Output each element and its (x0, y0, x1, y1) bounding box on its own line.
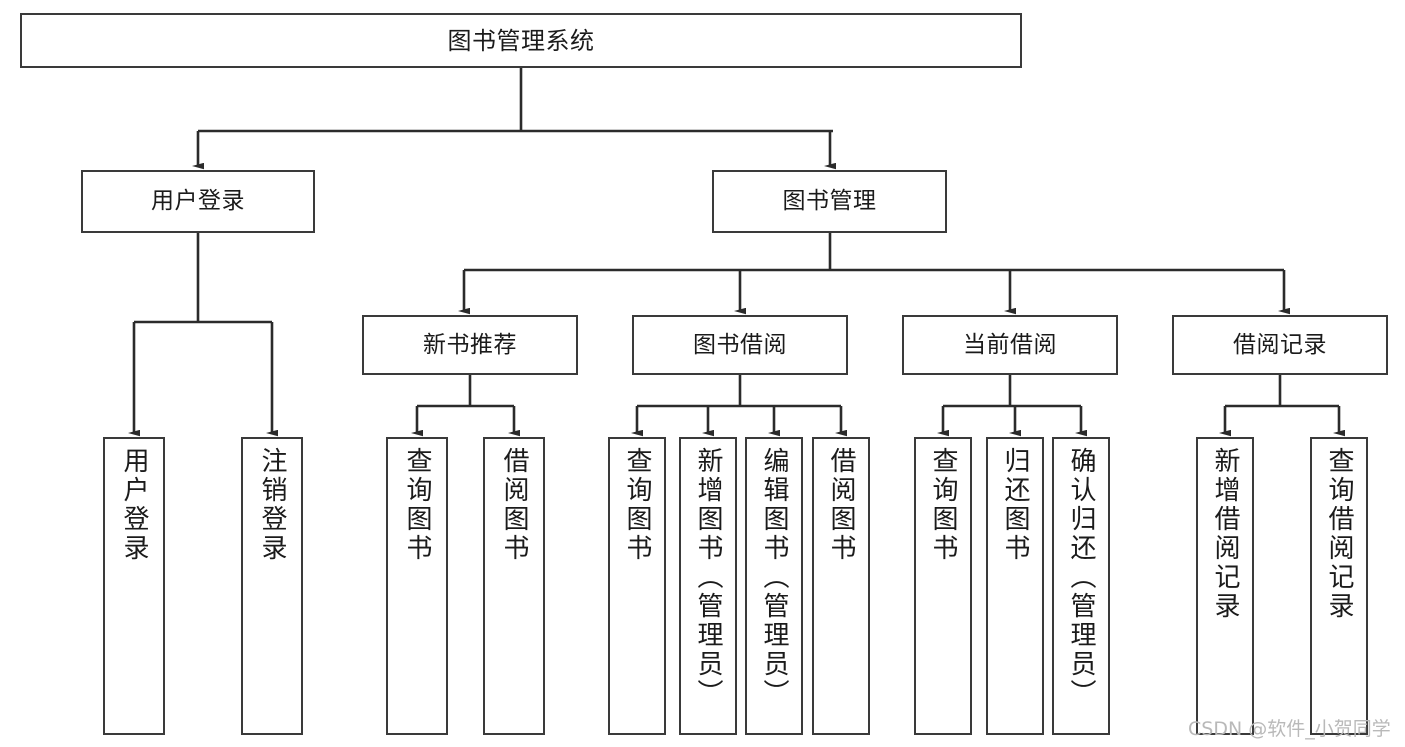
node-book-borrow[interactable]: 图书借阅 (632, 315, 848, 375)
node-leaf-query-book-current-label: 查询图书 (928, 447, 959, 563)
node-leaf-query-book-borrow[interactable]: 查询图书 (608, 437, 666, 735)
node-leaf-query-book-recommend-label: 查询图书 (402, 447, 433, 563)
node-leaf-user-logout-label: 注销登录 (257, 447, 288, 563)
node-leaf-borrow-book-recommend[interactable]: 借阅图书 (483, 437, 545, 735)
node-user-login[interactable]: 用户登录 (81, 170, 315, 233)
node-book-management-label: 图书管理 (782, 188, 877, 214)
node-root[interactable]: 图书管理系统 (20, 13, 1022, 68)
node-leaf-query-book-borrow-label: 查询图书 (622, 447, 653, 563)
node-borrow-record[interactable]: 借阅记录 (1172, 315, 1388, 375)
node-root-label: 图书管理系统 (447, 26, 595, 55)
node-new-book-recommend[interactable]: 新书推荐 (362, 315, 578, 375)
node-leaf-confirm-return-admin[interactable]: 确认归还（管理员） (1052, 437, 1110, 735)
node-leaf-borrow-book-recommend-label: 借阅图书 (499, 447, 530, 563)
node-book-borrow-label: 图书借阅 (693, 331, 787, 358)
node-book-management[interactable]: 图书管理 (712, 170, 947, 233)
node-new-book-recommend-label: 新书推荐 (423, 331, 517, 358)
node-current-borrow[interactable]: 当前借阅 (902, 315, 1118, 375)
node-leaf-query-borrow-record-label: 查询借阅记录 (1324, 447, 1355, 621)
node-leaf-edit-book-admin[interactable]: 编辑图书（管理员） (745, 437, 803, 735)
node-leaf-edit-book-admin-label: 编辑图书（管理员） (759, 447, 790, 708)
node-user-login-label: 用户登录 (151, 188, 245, 214)
node-leaf-borrow-book[interactable]: 借阅图书 (812, 437, 870, 735)
node-leaf-add-book-admin[interactable]: 新增图书（管理员） (679, 437, 737, 735)
node-leaf-query-book-recommend[interactable]: 查询图书 (386, 437, 448, 735)
node-leaf-return-book[interactable]: 归还图书 (986, 437, 1044, 735)
node-current-borrow-label: 当前借阅 (963, 331, 1057, 358)
node-leaf-add-borrow-record-label: 新增借阅记录 (1210, 447, 1241, 621)
node-leaf-return-book-label: 归还图书 (1000, 447, 1031, 563)
csdn-watermark: CSDN @软件_小贺同学 (1188, 718, 1391, 740)
node-leaf-query-borrow-record[interactable]: 查询借阅记录 (1310, 437, 1368, 735)
node-leaf-add-borrow-record[interactable]: 新增借阅记录 (1196, 437, 1254, 735)
node-leaf-add-book-admin-label: 新增图书（管理员） (693, 447, 724, 708)
node-leaf-user-login[interactable]: 用户登录 (103, 437, 165, 735)
node-leaf-query-book-current[interactable]: 查询图书 (914, 437, 972, 735)
node-leaf-borrow-book-label: 借阅图书 (826, 447, 857, 563)
node-borrow-record-label: 借阅记录 (1233, 331, 1327, 358)
node-leaf-user-logout[interactable]: 注销登录 (241, 437, 303, 735)
node-leaf-user-login-label: 用户登录 (119, 447, 150, 563)
node-leaf-confirm-return-admin-label: 确认归还（管理员） (1066, 447, 1097, 708)
